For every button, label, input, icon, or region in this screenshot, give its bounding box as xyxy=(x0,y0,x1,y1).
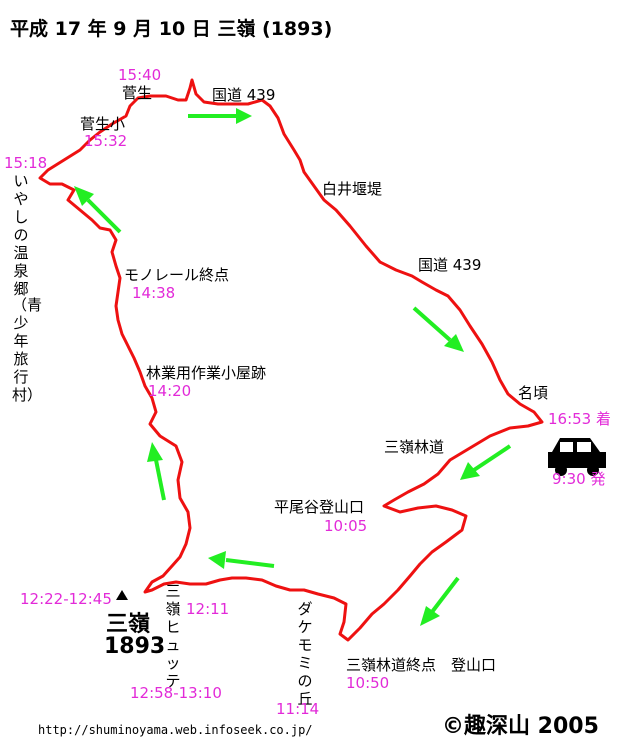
footer-url: http://shuminoyama.web.infoseek.co.jp/ xyxy=(38,723,313,737)
hutte-label: 三嶺ヒュッテ xyxy=(165,582,181,690)
onsen-time: 15:18 xyxy=(4,154,48,172)
route439-top-label: 国道 439 xyxy=(212,86,276,104)
onsen-paren-label: （青少年旅行村） xyxy=(12,296,43,404)
koya-label: 林業用作業小屋跡 xyxy=(146,364,267,382)
route439-mid-label: 国道 439 xyxy=(418,256,482,274)
arrow-southeast xyxy=(412,306,464,352)
car-icon xyxy=(548,438,606,476)
arrow-east xyxy=(188,108,252,124)
rindo-end-time: 10:50 xyxy=(346,674,390,692)
sugao-sho-time: 15:32 xyxy=(84,132,128,150)
arrow-west xyxy=(208,551,275,569)
summit-altitude: 1893 xyxy=(104,634,166,659)
hutte-time2: 12:58-13:10 xyxy=(130,684,222,702)
footer-copyright: ©趣深山 2005 xyxy=(442,714,599,739)
direction-arrows xyxy=(74,108,512,626)
koya-time: 14:20 xyxy=(148,382,192,400)
sugao-time: 15:40 xyxy=(118,66,162,84)
arrow-northwest xyxy=(74,186,122,234)
arrow-southwest-2 xyxy=(420,576,460,626)
route-line xyxy=(38,78,544,642)
hutte-time1: 12:11 xyxy=(186,600,230,618)
arrow-north xyxy=(147,442,166,501)
monorail-label: モノレール終点 xyxy=(124,266,230,284)
sugao-label: 菅生 xyxy=(122,84,153,102)
rindo-label: 三嶺林道 xyxy=(384,438,445,456)
summit-time: 12:22-12:45 xyxy=(20,590,112,608)
rindo-end-label: 三嶺林道終点 登山口 xyxy=(346,656,497,674)
summit-name: 三嶺 xyxy=(106,612,151,637)
monorail-time: 14:38 xyxy=(132,284,176,302)
hirao-time: 10:05 xyxy=(324,517,368,535)
car-depart-time: 9:30 発 xyxy=(552,470,606,488)
dake-time: 11:14 xyxy=(276,700,320,718)
shirai-label: 白井堰堤 xyxy=(322,180,383,198)
hirao-label: 平尾谷登山口 xyxy=(274,498,365,516)
page-title: 平成 17 年 9 月 10 日 三嶺 (1893) xyxy=(10,18,333,40)
arrow-southwest-1 xyxy=(460,444,512,480)
car-arrive-time: 16:53 着 xyxy=(548,410,611,428)
onsen-label: いやしの温泉郷 xyxy=(13,172,29,298)
nabeta-label: 名頃 xyxy=(518,384,549,402)
triangle-icon xyxy=(116,590,128,600)
sugao-sho-label: 菅生小 xyxy=(80,115,126,133)
dake-label: ダケモミの丘 xyxy=(297,600,313,708)
